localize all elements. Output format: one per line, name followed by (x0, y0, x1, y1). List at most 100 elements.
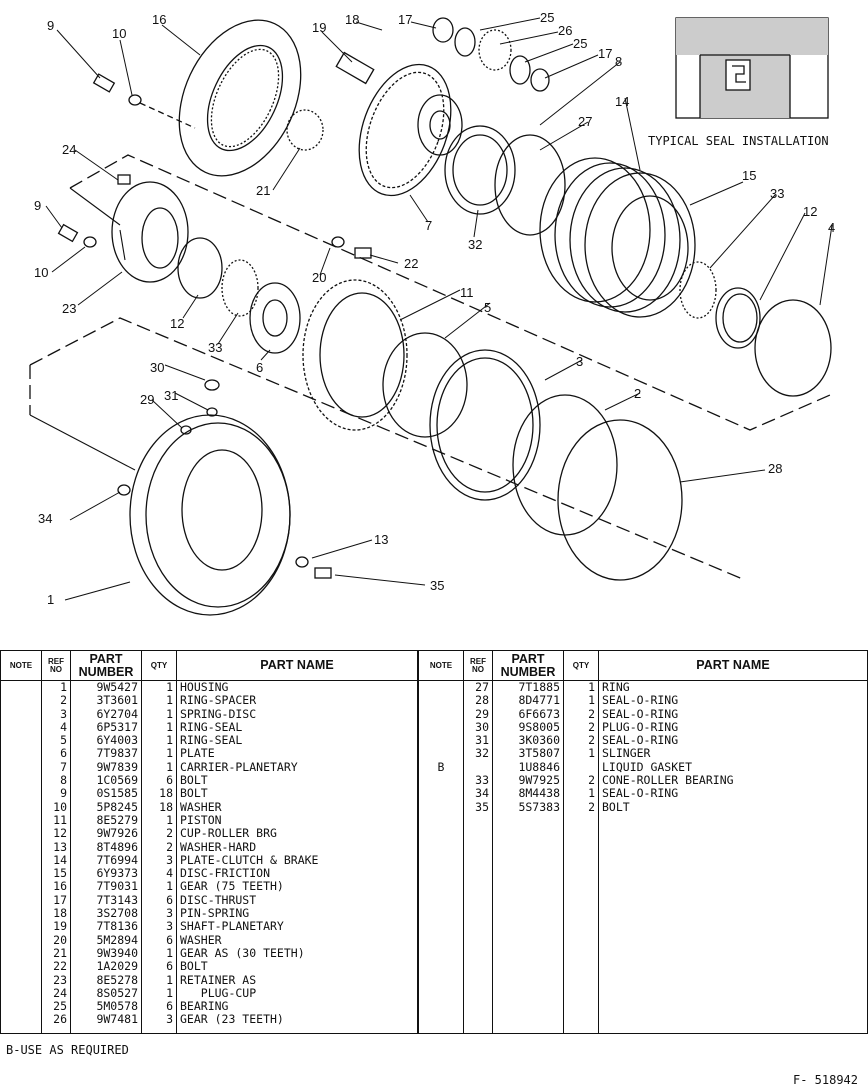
header-part-number: PART NUMBER (70, 650, 142, 681)
cell-name: DISC-FRICTION (176, 866, 418, 881)
cell-name: RING (598, 680, 868, 695)
callout: 14 (615, 94, 629, 109)
filler-cell (492, 813, 564, 1034)
cell-ref: 21 (41, 946, 71, 961)
cell-qty: 1 (141, 813, 177, 828)
cell-part: 5P8245 (70, 800, 142, 814)
cell-note (0, 946, 42, 961)
callout: 12 (170, 316, 184, 331)
callout: 9 (47, 18, 54, 33)
callout: 30 (150, 360, 164, 375)
cell-part: 9W7481 (70, 1013, 142, 1027)
cell-ref: 28 (463, 693, 493, 708)
cell-qty: 2 (141, 840, 177, 854)
callout: 9 (34, 198, 41, 213)
cell-note (0, 960, 42, 974)
cell-name: DISC-THRUST (176, 893, 418, 908)
cell-part: 8M4438 (492, 787, 564, 801)
cell-ref: 12 (41, 826, 71, 841)
cell-ref: 31 (463, 733, 493, 748)
cell-ref: 34 (463, 787, 493, 801)
header-qty: QTY (563, 650, 599, 681)
cell-name: BOLT (176, 773, 418, 788)
cell-name: GEAR (23 TEETH) (176, 1013, 418, 1027)
cell-name: WASHER-HARD (176, 840, 418, 854)
filler-cell (418, 813, 464, 1034)
cell-qty: 1 (141, 946, 177, 961)
callout: 26 (558, 23, 572, 38)
callout: 34 (38, 511, 52, 526)
cell-ref: 27 (463, 680, 493, 695)
callout: 16 (152, 12, 166, 27)
seal-29 (180, 425, 192, 435)
callout: 28 (768, 461, 782, 476)
header-note: NOTE (0, 650, 42, 681)
cell-part: 3S2708 (70, 906, 142, 921)
planetary-shaft-19 (335, 51, 375, 85)
cell-qty: 1 (141, 973, 177, 987)
cup-12-left (177, 237, 223, 299)
cell-qty: 3 (141, 1013, 177, 1027)
cell-note (0, 1000, 42, 1014)
callout: 22 (404, 256, 418, 271)
cell-note: B (418, 760, 464, 775)
callout: 31 (164, 388, 178, 403)
cell-part: 1U8846 (492, 760, 564, 775)
header-part-name: PART NAME (598, 650, 868, 681)
cell-qty: 6 (141, 959, 177, 974)
cell-ref: 30 (463, 720, 493, 735)
cell-part: 9S8005 (492, 720, 564, 735)
cell-note (0, 880, 42, 894)
cell-note (0, 986, 42, 1001)
plate-6 (249, 282, 301, 354)
cell-part: 5M0578 (70, 999, 142, 1014)
cup-12-right (715, 287, 761, 349)
cell-name: PLUG-CUP (176, 986, 418, 1001)
cell-note (0, 747, 42, 761)
bolt-35 (314, 567, 332, 579)
cell-ref: 33 (463, 773, 493, 788)
cell-ref: 17 (41, 893, 71, 908)
cell-part: 8D4771 (492, 693, 564, 708)
cell-part: 3K0360 (492, 733, 564, 748)
callout: 5 (484, 300, 491, 315)
cell-note (0, 840, 42, 854)
cell-note (0, 1013, 42, 1027)
cell-part: 7T6994 (70, 853, 142, 868)
bearing-33-left (221, 259, 259, 317)
callout-leaders (45, 17, 833, 601)
cell-name: SHAFT-PLANETARY (176, 920, 418, 934)
cell-note (0, 760, 42, 775)
cell-name: BOLT (176, 959, 418, 974)
cell-note (0, 920, 42, 934)
cell-note (0, 907, 42, 921)
gear-set-25-26 (432, 17, 550, 92)
cell-part: 7T8136 (70, 920, 142, 934)
cell-name: SEAL-O-RING (598, 707, 868, 721)
cell-qty: 18 (141, 787, 177, 801)
callout: 6 (256, 360, 263, 375)
cell-part: 0S1585 (70, 787, 142, 801)
cell-name: WASHER (176, 933, 418, 947)
cell-part: 9W7925 (492, 773, 564, 788)
table-filler-row (0, 1026, 418, 1034)
cell-qty: 6 (141, 999, 177, 1014)
cell-qty: 2 (141, 826, 177, 841)
cell-ref: 32 (463, 747, 493, 761)
cell-name: PLATE (176, 747, 418, 761)
callout: 33 (770, 186, 784, 201)
cell-note (418, 720, 464, 735)
cell-note (418, 774, 464, 788)
callout: 1 (47, 592, 54, 607)
cell-note (0, 893, 42, 908)
